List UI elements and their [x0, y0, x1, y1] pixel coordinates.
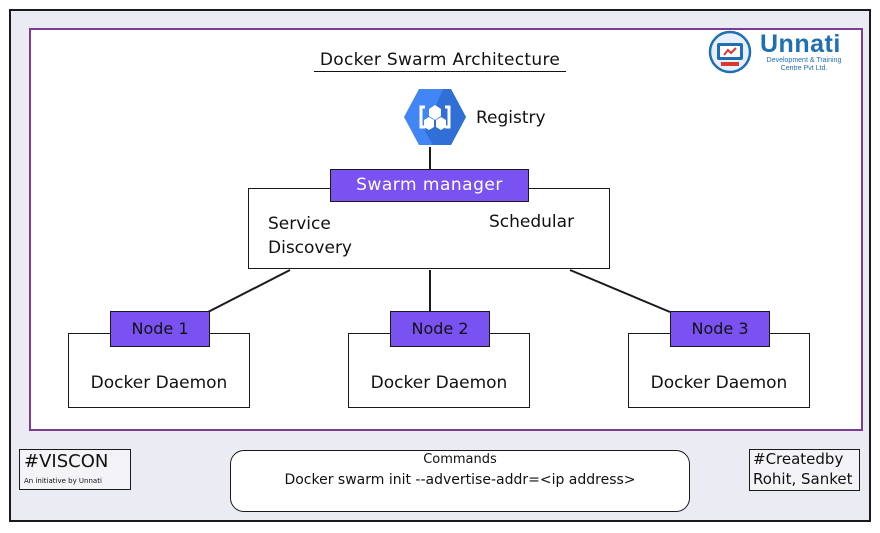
node-1-tag: Node 1: [110, 311, 210, 347]
logo-name: Unnati: [760, 30, 841, 58]
node-3-daemon: Docker Daemon: [650, 373, 788, 393]
created-by-authors: Rohit, Sanket: [753, 470, 853, 488]
node-2-tag: Node 2: [390, 311, 490, 347]
node-3-tag: Node 3: [670, 311, 770, 347]
registry-icon: [403, 87, 467, 147]
node3-connector: [569, 269, 671, 313]
scheduler-label: Schedular: [489, 212, 575, 232]
viscon-subtitle: An initiative by Unnati: [24, 477, 102, 485]
node-1-daemon: Docker Daemon: [90, 373, 228, 393]
created-by-box: [749, 449, 860, 491]
logo-subtitle: Development & Training Centre Pvt Ltd.: [766, 57, 842, 72]
registry-label: Registry: [476, 108, 546, 128]
page-title: Docker Swarm Architecture: [0, 50, 880, 72]
service-text: Service: [268, 214, 331, 234]
unnati-logo: [707, 30, 855, 76]
discovery-text: Discovery: [268, 238, 352, 258]
created-by-title: #Createdby: [753, 450, 844, 468]
commands-title: Commands: [423, 452, 497, 467]
node1-connector: [207, 269, 291, 313]
command-text: Docker swarm init --advertise-addr=<ip a…: [284, 472, 636, 488]
commands-box: [230, 450, 690, 512]
service-discovery-label: Service Discovery: [268, 212, 352, 260]
swarm-manager-tag: Swarm manager: [330, 169, 529, 202]
node-2-daemon: Docker Daemon: [370, 373, 508, 393]
viscon-box: [19, 449, 131, 490]
node-1-box: [68, 333, 250, 408]
viscon-title: #VISCON: [24, 451, 109, 472]
title-text: Docker Swarm Architecture: [313, 50, 567, 72]
unnati-logo-icon: [708, 30, 752, 74]
